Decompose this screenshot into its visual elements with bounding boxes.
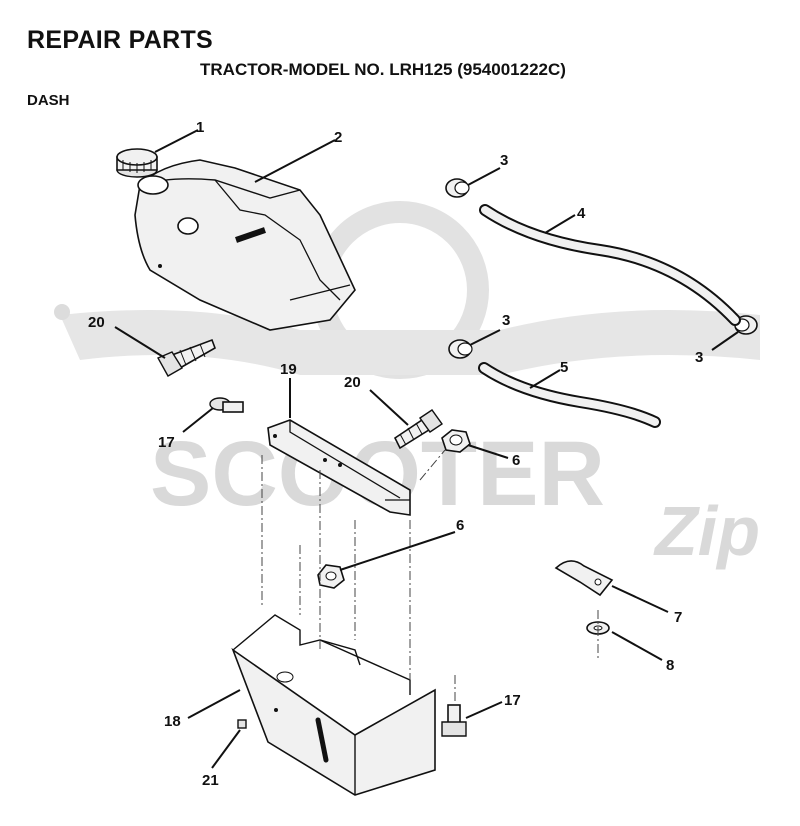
callout-3-right: 3 (695, 349, 703, 366)
callout-4: 4 (577, 205, 586, 222)
part-1-fuel-cap (116, 148, 158, 178)
part-3-hose-clamp-top (445, 178, 470, 198)
part-18-dash-panel (231, 614, 436, 796)
callout-20-right: 20 (344, 374, 361, 391)
callouts: 1 2 3 4 3 3 5 20 19 20 17 6 6 7 8 18 17 … (88, 119, 703, 789)
callout-3-mid: 3 (502, 312, 510, 329)
part-17-bolt-top (209, 397, 244, 413)
part-7-clip (554, 560, 614, 597)
page-title: REPAIR PARTS (27, 26, 214, 54)
part-5-fuel-line (478, 362, 661, 428)
callout-17-bottom: 17 (504, 692, 521, 709)
callout-8: 8 (666, 657, 674, 674)
part-2-fuel-tank (134, 159, 356, 331)
part-6-nut-upper (441, 429, 471, 453)
callout-6-lower: 6 (456, 517, 464, 534)
callout-2: 2 (334, 129, 342, 146)
callout-21: 21 (202, 772, 219, 789)
callout-3-top: 3 (500, 152, 508, 169)
callout-5: 5 (560, 359, 568, 376)
part-21-pin (237, 719, 247, 729)
part-3-hose-clamp-mid (448, 339, 473, 359)
callout-7: 7 (674, 609, 682, 626)
section-label: DASH (27, 92, 70, 109)
callout-1: 1 (196, 119, 204, 136)
part-4-fuel-line (479, 204, 741, 326)
callout-20-left: 20 (88, 314, 105, 331)
part-20-screw-right (393, 409, 443, 450)
model-number-heading: TRACTOR-MODEL NO. LRH125 (954001222C) (200, 60, 566, 79)
callout-6-upper: 6 (512, 452, 520, 469)
callout-18: 18 (164, 713, 181, 730)
callout-17-top: 17 (158, 434, 175, 451)
part-6-nut-lower (317, 564, 345, 589)
callout-19: 19 (280, 361, 297, 378)
watermark-script-text: Zip (653, 492, 760, 570)
part-17-bolt-bottom (441, 704, 467, 737)
assembly-lines (261, 449, 599, 705)
leader-lines (114, 129, 739, 769)
part-19-bracket (267, 419, 411, 516)
